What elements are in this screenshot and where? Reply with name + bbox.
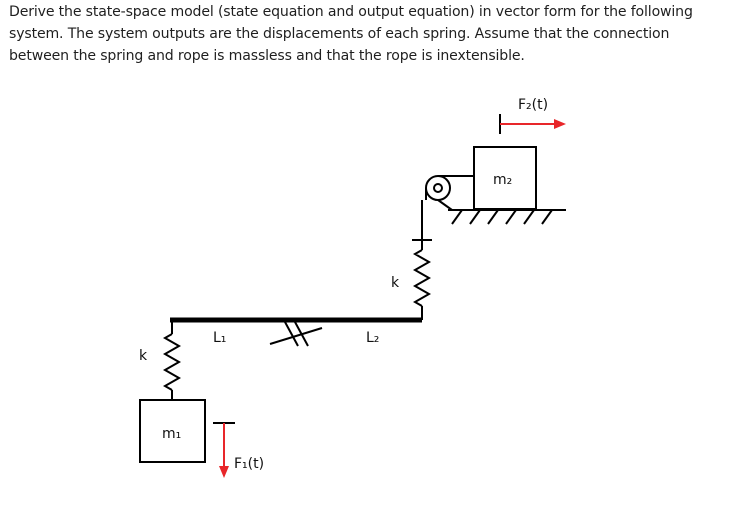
pulley: [425, 175, 453, 211]
force-1-arrow: [213, 422, 235, 478]
spring-right-label: k: [391, 275, 400, 291]
force-1-label: F₁(t): [234, 456, 264, 472]
force-2-label: F₂(t): [518, 97, 548, 113]
force-2-arrow: [499, 114, 566, 134]
spring-left-label: k: [139, 348, 148, 364]
mass-1-label: m₁: [162, 426, 181, 442]
lever-pivot: [269, 321, 323, 347]
problem-statement: Derive the state-space model (state equa…: [9, 4, 693, 64]
lever-right-label: L₂: [366, 330, 379, 346]
spring-left: [162, 320, 182, 400]
mass-2-label: m₂: [493, 172, 512, 188]
mass-1-block: [139, 399, 206, 463]
ground-surface: [448, 209, 566, 225]
spring-right: [412, 200, 432, 320]
mass-2-block: [473, 146, 537, 210]
lever-left-label: L₁: [213, 330, 226, 346]
